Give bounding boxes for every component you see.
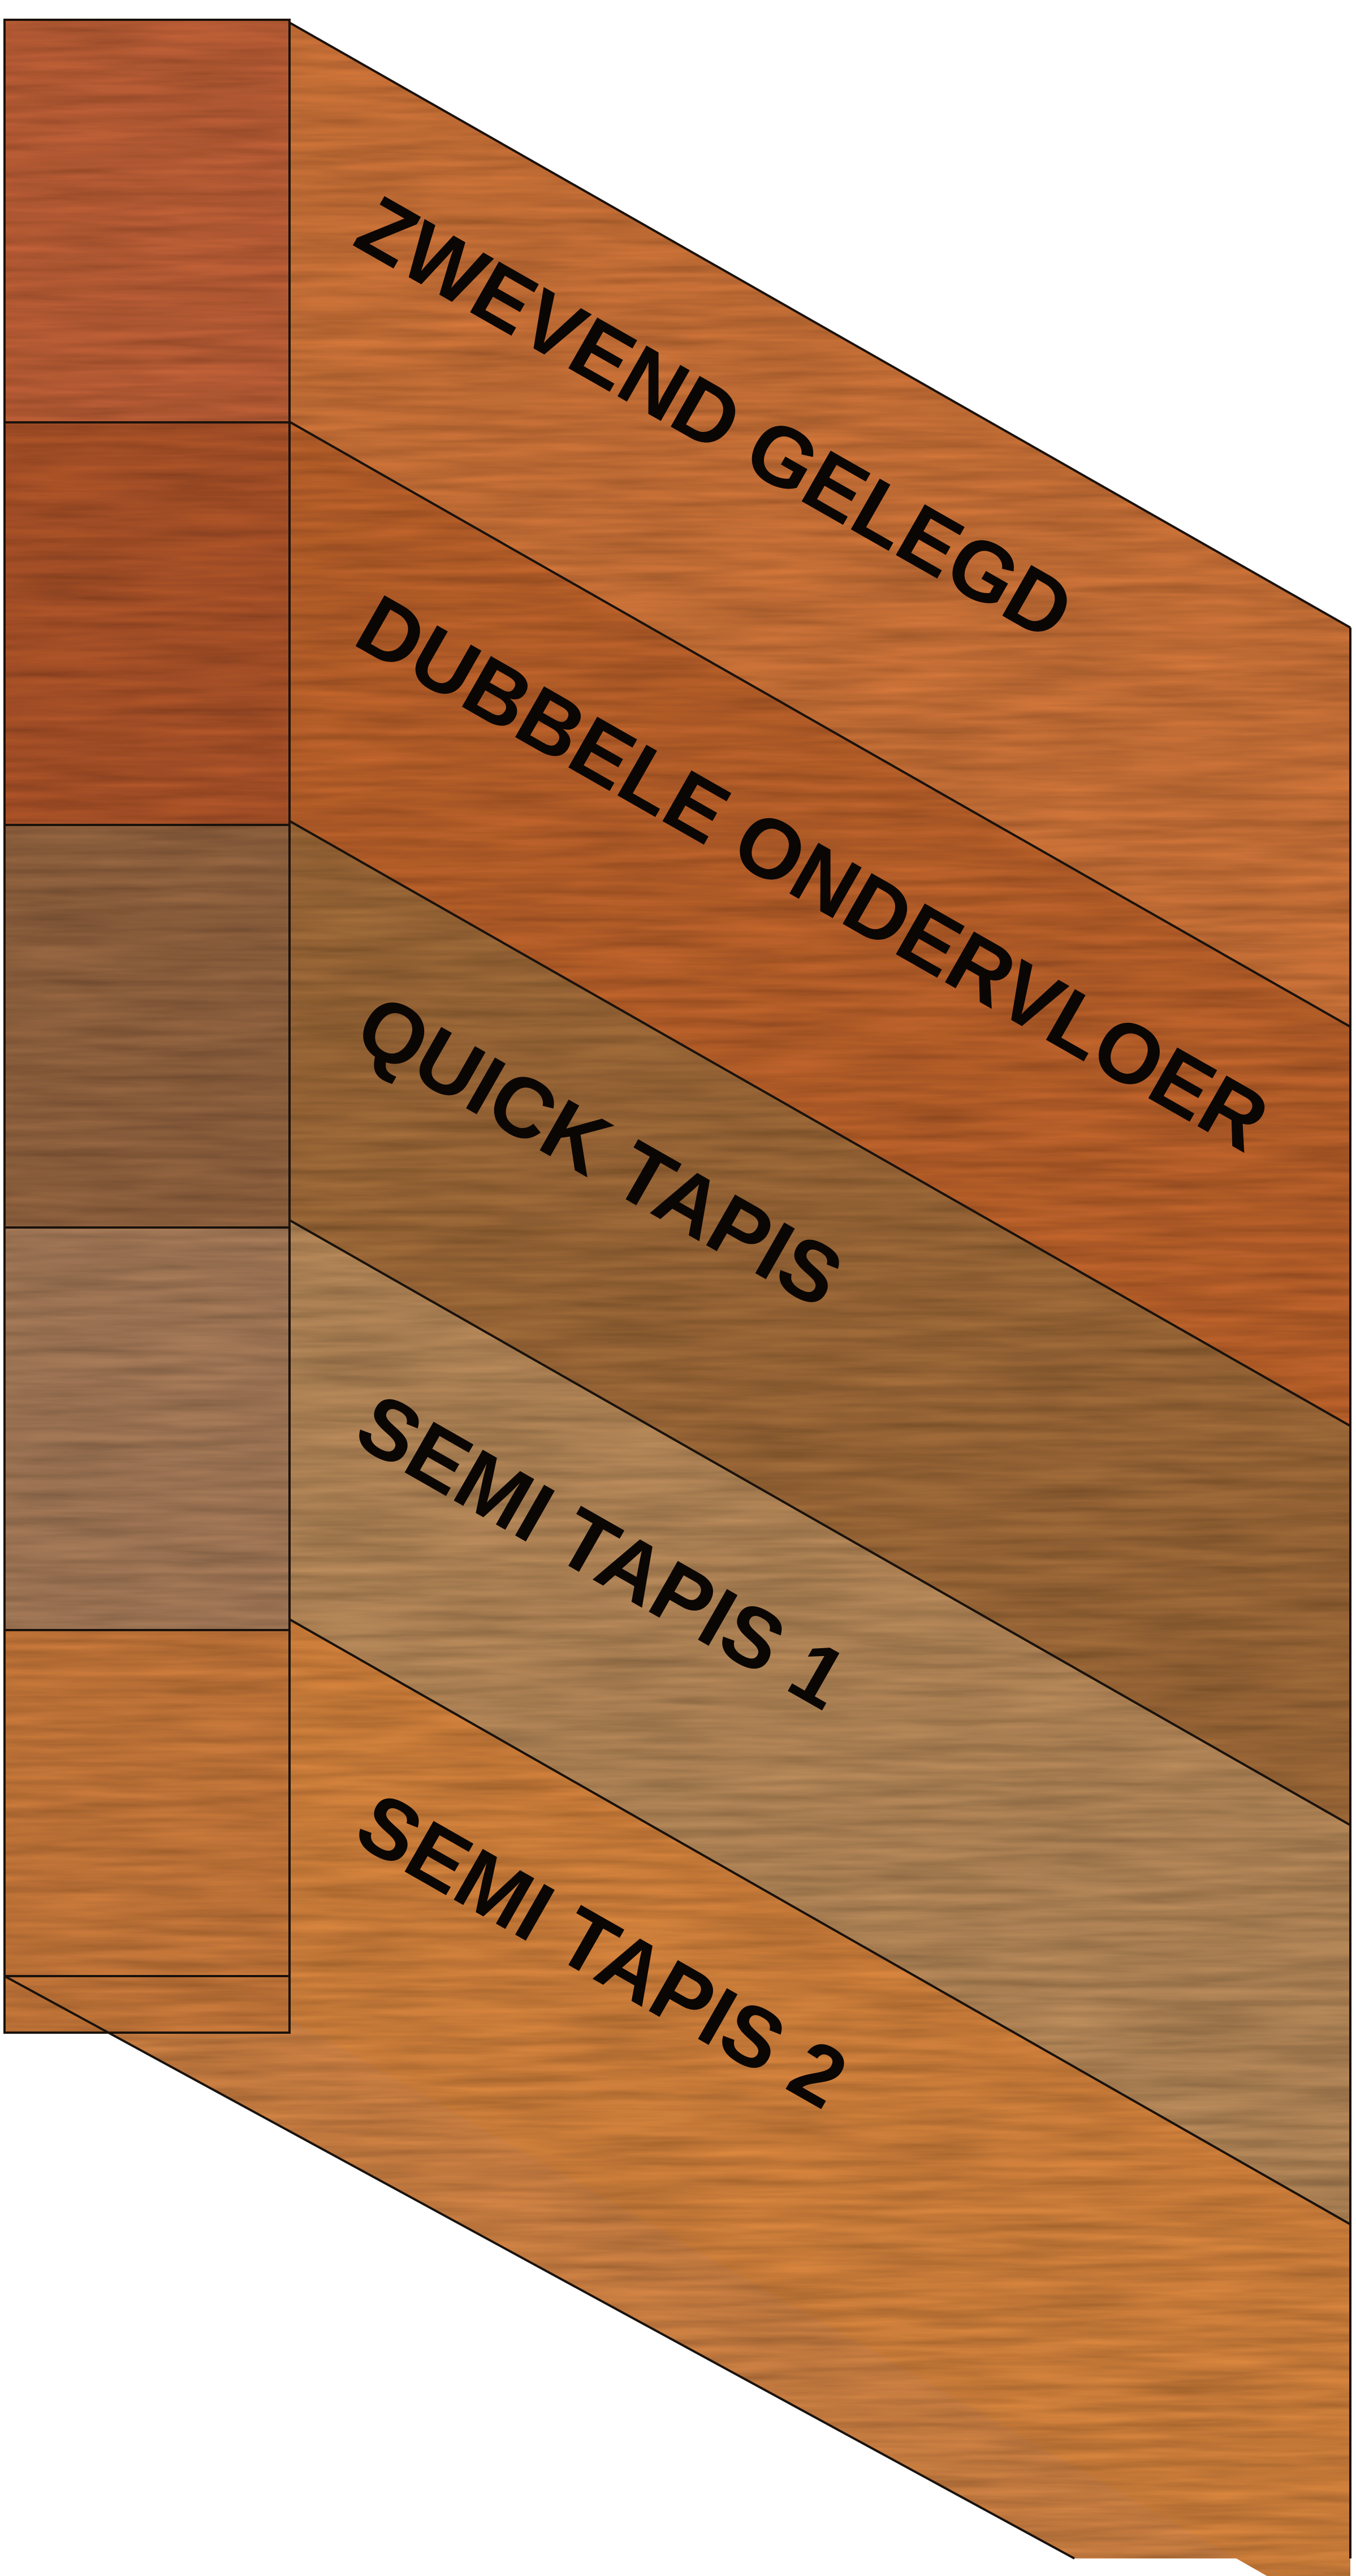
layer-end-faces — [5, 20, 290, 2033]
layer-end-face — [5, 20, 290, 422]
layer-end-face — [5, 422, 290, 825]
layer-end-face — [5, 1228, 290, 1630]
layer-end-face — [5, 1630, 290, 2033]
layer-end-face — [5, 825, 290, 1228]
